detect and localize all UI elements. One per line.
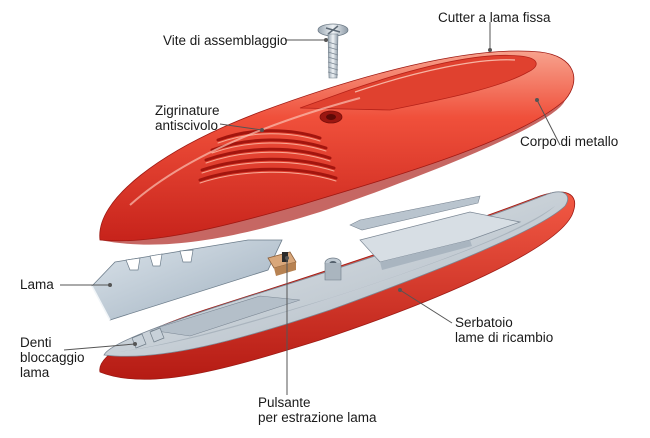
screw: [318, 24, 348, 78]
label-reservoir: Serbatoio lame di ricambio: [455, 315, 553, 345]
label-eject-button: Pulsante per estrazione lama: [258, 395, 377, 425]
label-locking-teeth: Denti bloccaggio lama: [20, 335, 85, 380]
label-cutter: Cutter a lama fissa: [438, 10, 551, 25]
label-body: Corpo di metallo: [520, 134, 618, 149]
label-blade: Lama: [20, 277, 54, 292]
label-grip: Zigrinature antiscivolo: [155, 103, 220, 133]
label-screw: Vite di assemblaggio: [163, 33, 287, 48]
